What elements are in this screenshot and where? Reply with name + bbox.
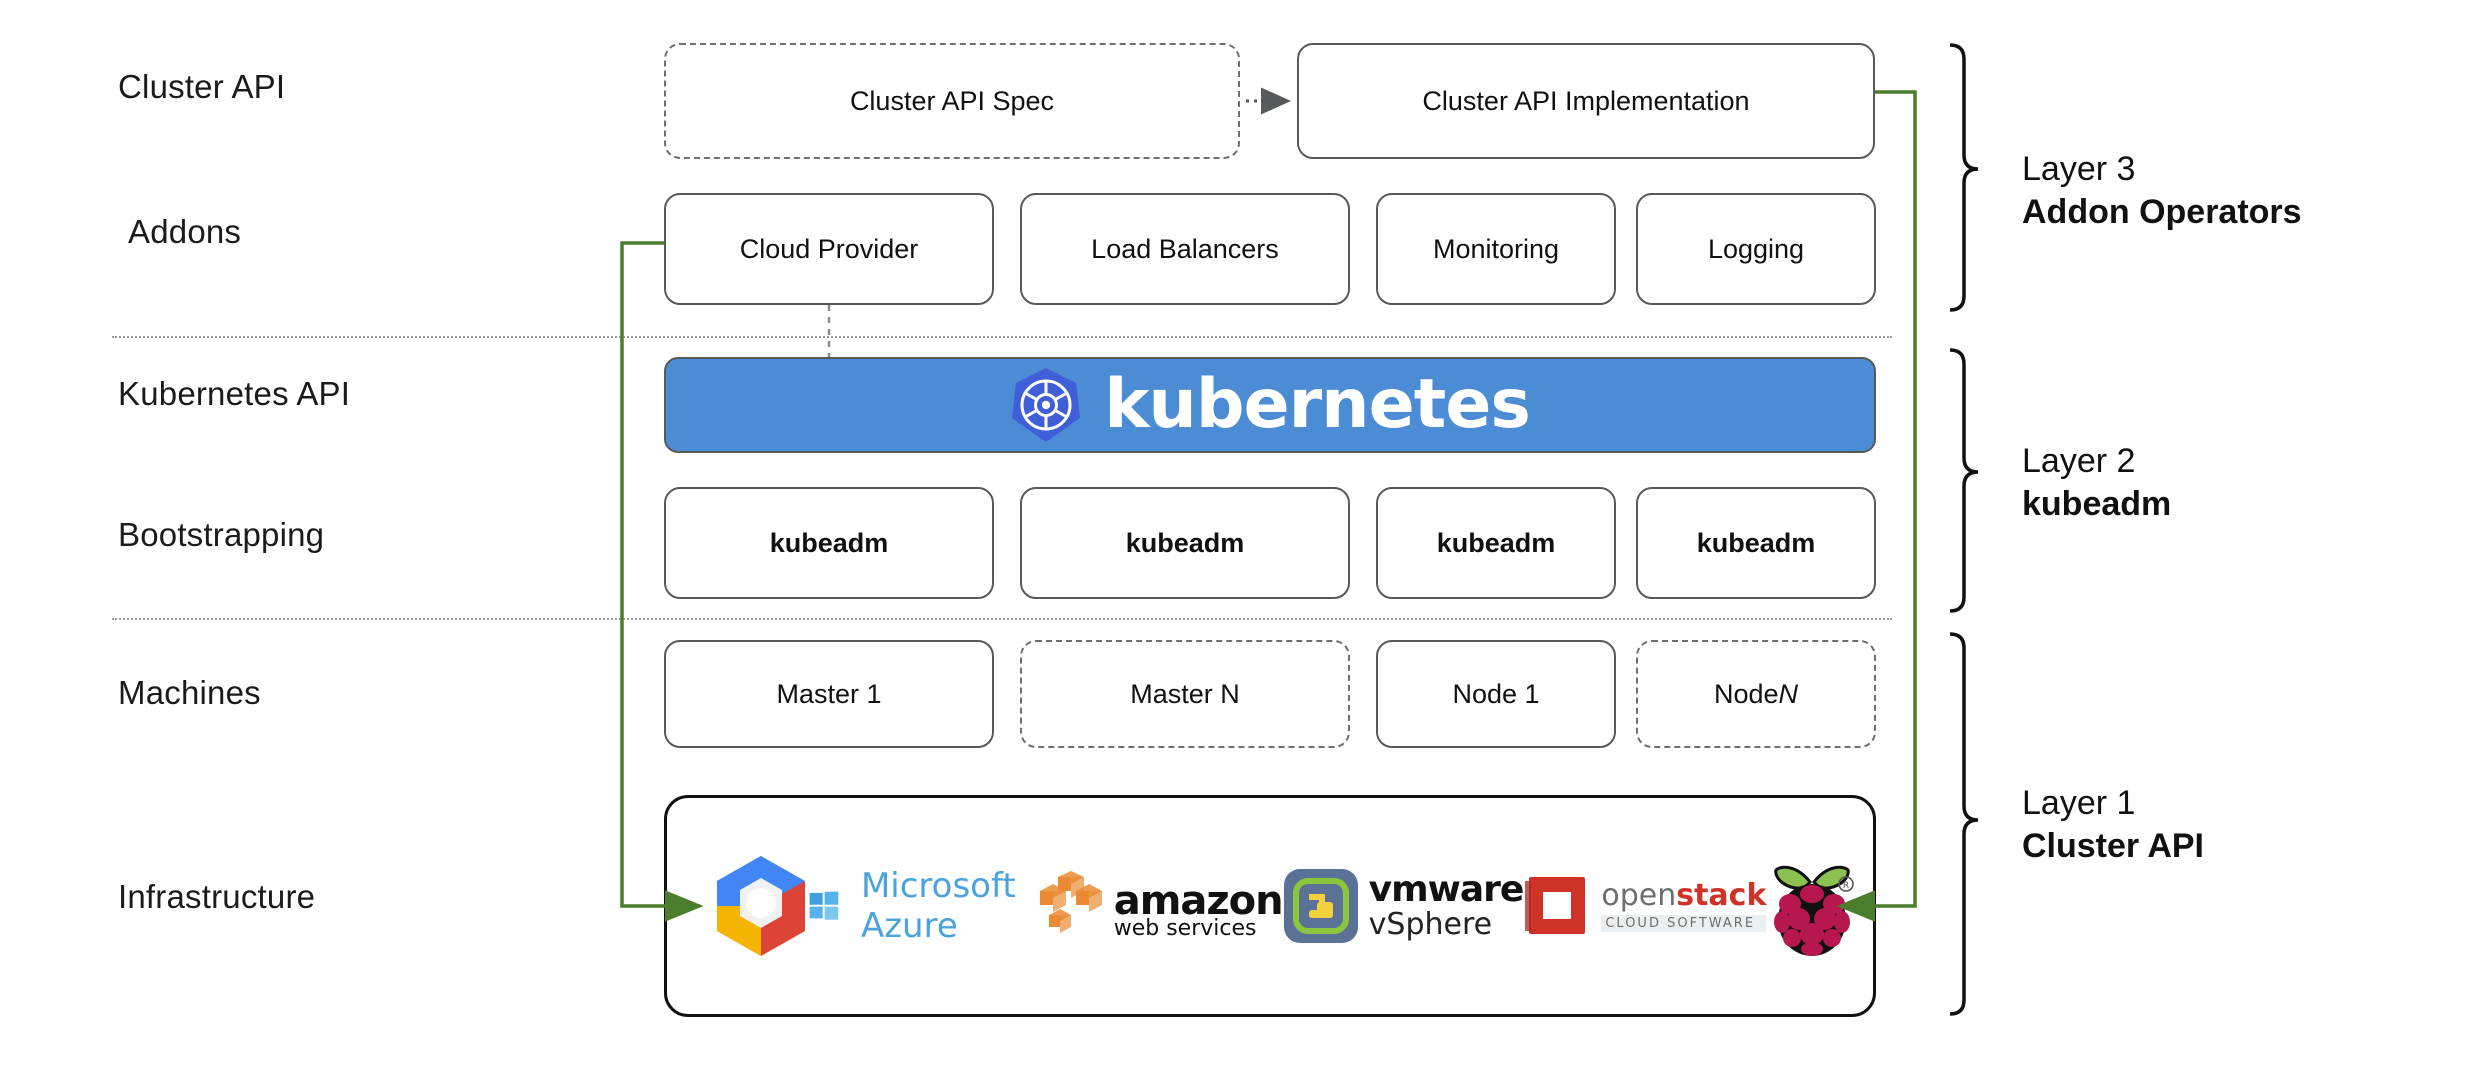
box-load-balancers[interactable]: Load Balancers	[1020, 193, 1350, 305]
separator-bootstrapping-machines	[112, 618, 1892, 620]
row-label-infrastructure: Infrastructure	[118, 878, 316, 915]
row-label-kubernetes-api: Kubernetes API	[118, 375, 351, 412]
infrastructure-panel[interactable]: Microsoft Azure amazon web services	[664, 795, 1876, 1017]
row-label-machines: Machines	[118, 674, 261, 711]
kubernetes-helm-wheel-icon	[1010, 366, 1082, 444]
openstack-wordmark-open: open	[1601, 877, 1677, 913]
layer-1-line1: Layer 1	[2022, 784, 2136, 822]
separator-addons-kubernetes	[112, 336, 1892, 338]
layer-caption-1: Layer 1 Cluster API	[2022, 782, 2204, 867]
row-label-bootstrapping: Bootstrapping	[118, 516, 325, 553]
box-cluster-api-implementation[interactable]: Cluster API Implementation	[1297, 43, 1875, 159]
box-master-1[interactable]: Master 1	[664, 640, 994, 748]
box-node-1[interactable]: Node 1	[1376, 640, 1616, 748]
row-label-addons: Addons	[128, 213, 242, 250]
vsphere-wordmark: vSphere	[1368, 907, 1493, 942]
brace-layer-3	[1949, 43, 1979, 312]
layer-caption-2: Layer 2 kubeadm	[2022, 440, 2171, 525]
vmware-wordmark: vmware	[1368, 869, 1525, 910]
vmware-vsphere-logo: vmware vSphere	[1283, 868, 1524, 944]
google-cloud-platform-logo	[713, 854, 809, 958]
openstack-logo: openstack CLOUD SOFTWARE	[1523, 873, 1767, 939]
brace-layer-2	[1949, 348, 1979, 613]
microsoft-azure-logo: Microsoft Azure	[809, 866, 1032, 946]
box-kubeadm-1[interactable]: kubeadm	[664, 487, 994, 599]
layer-2-line2: kubeadm	[2022, 484, 2172, 523]
box-logging[interactable]: Logging	[1636, 193, 1876, 305]
layer-1-line2: Cluster API	[2022, 826, 2205, 865]
aws-logo: amazon web services	[1032, 867, 1284, 945]
layer-2-line1: Layer 2	[2022, 442, 2136, 480]
box-kubeadm-2[interactable]: kubeadm	[1020, 487, 1350, 599]
aws-wordmark-amazon: amazon	[1113, 878, 1284, 924]
layer-3-line1: Layer 3	[2022, 150, 2136, 188]
box-cloud-provider[interactable]: Cloud Provider	[664, 193, 994, 305]
microsoft-azure-wordmark: Microsoft Azure	[860, 866, 1016, 946]
raspberry-pi-logo: R	[1766, 854, 1858, 958]
box-cluster-api-spec[interactable]: Cluster API Spec	[664, 43, 1240, 159]
svg-text:R: R	[1843, 881, 1849, 891]
openstack-wordmark-stack: stack	[1676, 877, 1767, 913]
box-kubeadm-3[interactable]: kubeadm	[1376, 487, 1616, 599]
layer-caption-3: Layer 3 Addon Operators	[2022, 148, 2302, 233]
kubernetes-banner[interactable]: kubernetes	[664, 357, 1876, 453]
box-kubeadm-4[interactable]: kubeadm	[1636, 487, 1876, 599]
box-node-n-label: Node	[1713, 678, 1779, 709]
box-node-n-italic-suffix: N	[1778, 678, 1799, 709]
openstack-wordmark-sub: CLOUD SOFTWARE	[1601, 914, 1767, 932]
row-label-cluster-api: Cluster API	[118, 68, 286, 105]
box-monitoring[interactable]: Monitoring	[1376, 193, 1616, 305]
brace-layer-1	[1949, 632, 1979, 1016]
layer-3-line2: Addon Operators	[2022, 192, 2302, 231]
kubernetes-wordmark: kubernetes	[1104, 365, 1531, 444]
box-node-n[interactable]: Node N	[1636, 640, 1876, 748]
box-master-n[interactable]: Master N	[1020, 640, 1350, 748]
aws-wordmark-web-services: web services	[1113, 916, 1257, 941]
